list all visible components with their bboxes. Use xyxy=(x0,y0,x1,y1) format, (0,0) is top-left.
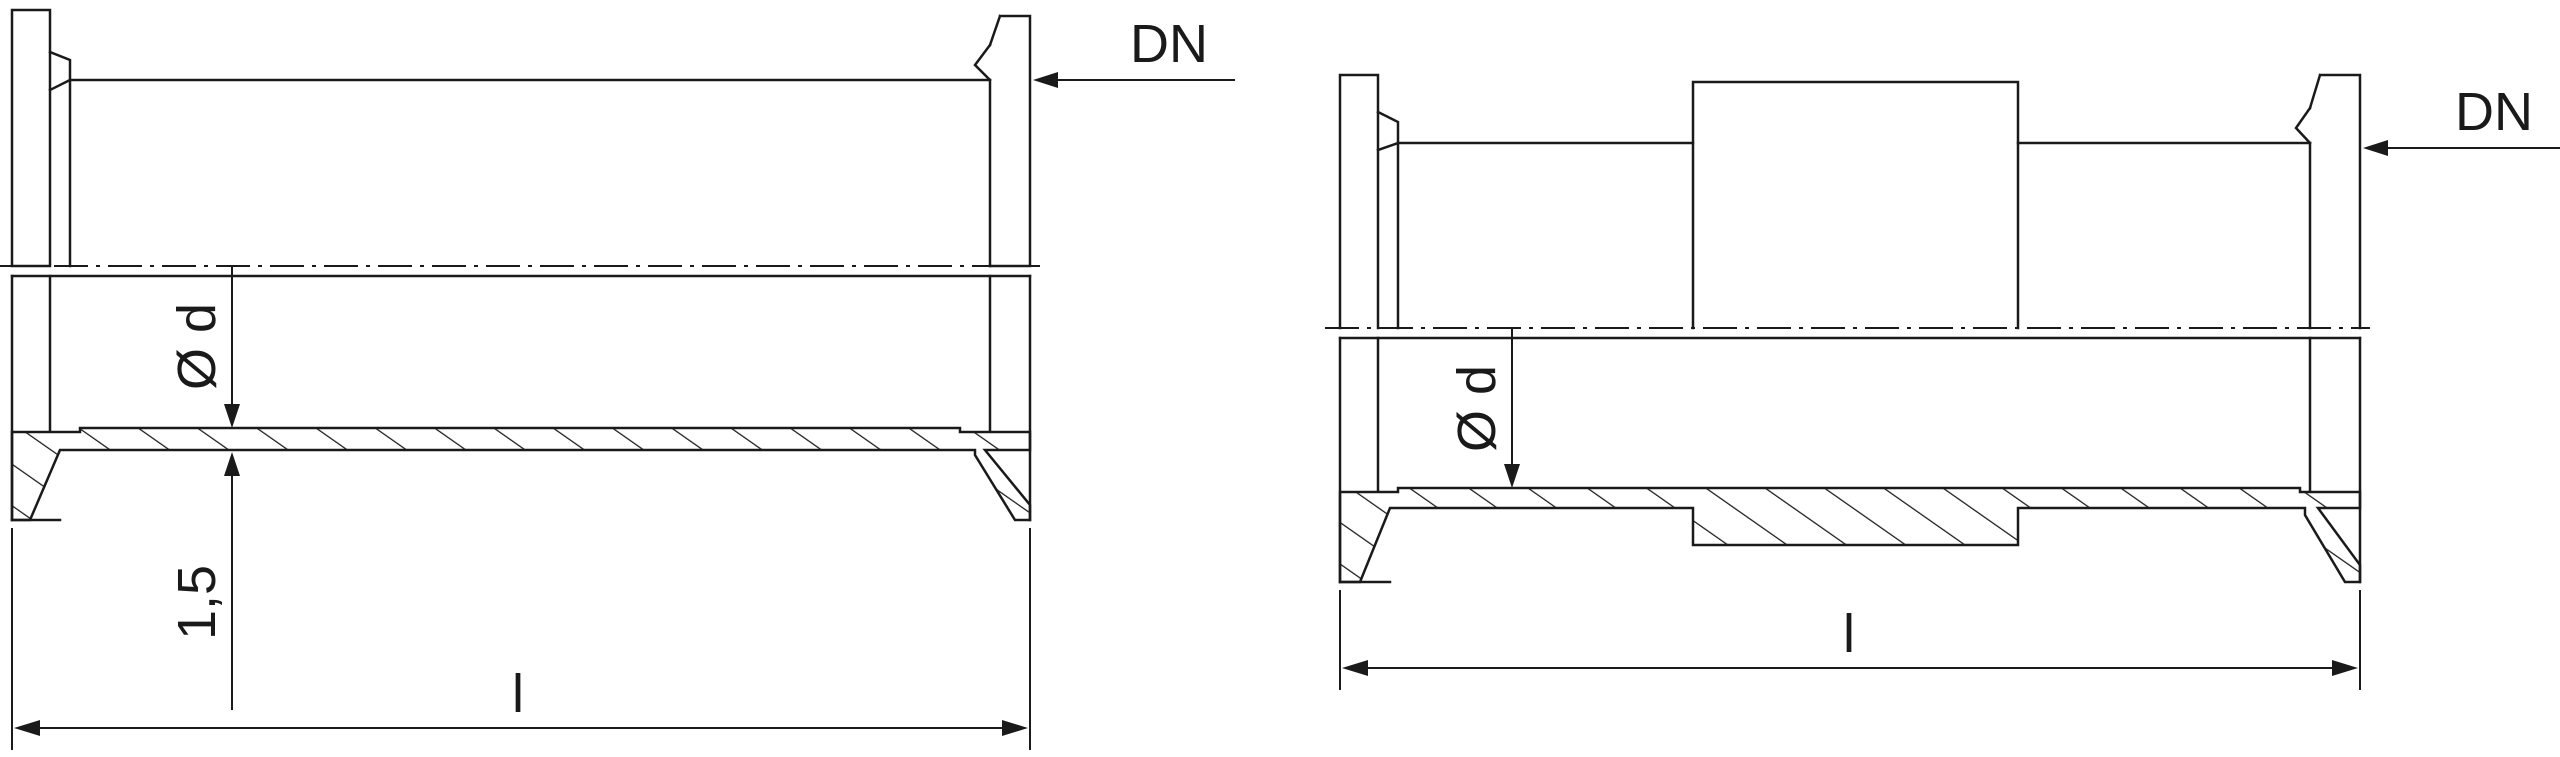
left-diameter-label: Ø d xyxy=(167,303,227,390)
right-tube-drawing: DN Ø d l xyxy=(1325,73,2560,690)
left-wall-dimension: 1,5 xyxy=(167,452,240,710)
right-length-dimension: l xyxy=(1339,590,2361,690)
left-diameter-dimension: Ø d xyxy=(167,266,240,428)
right-exterior-view xyxy=(1338,73,2362,330)
left-dn-label: DN xyxy=(1130,14,1208,74)
left-length-dimension: l xyxy=(11,528,1031,750)
right-dn-callout: DN xyxy=(2363,82,2560,156)
left-dn-callout: DN xyxy=(1033,14,1235,88)
right-diameter-label: Ø d xyxy=(1447,365,1507,452)
left-tube-drawing: DN Ø d 1,5 l xyxy=(0,8,1235,750)
right-section-view xyxy=(1338,336,2362,584)
right-dn-label: DN xyxy=(2455,82,2533,142)
left-exterior-view xyxy=(10,8,1032,268)
right-length-label: l xyxy=(1843,604,1855,664)
left-wall-label: 1,5 xyxy=(167,565,227,640)
left-length-label: l xyxy=(512,664,524,724)
left-section-view xyxy=(10,274,1032,522)
right-diameter-dimension: Ø d xyxy=(1447,328,1520,488)
